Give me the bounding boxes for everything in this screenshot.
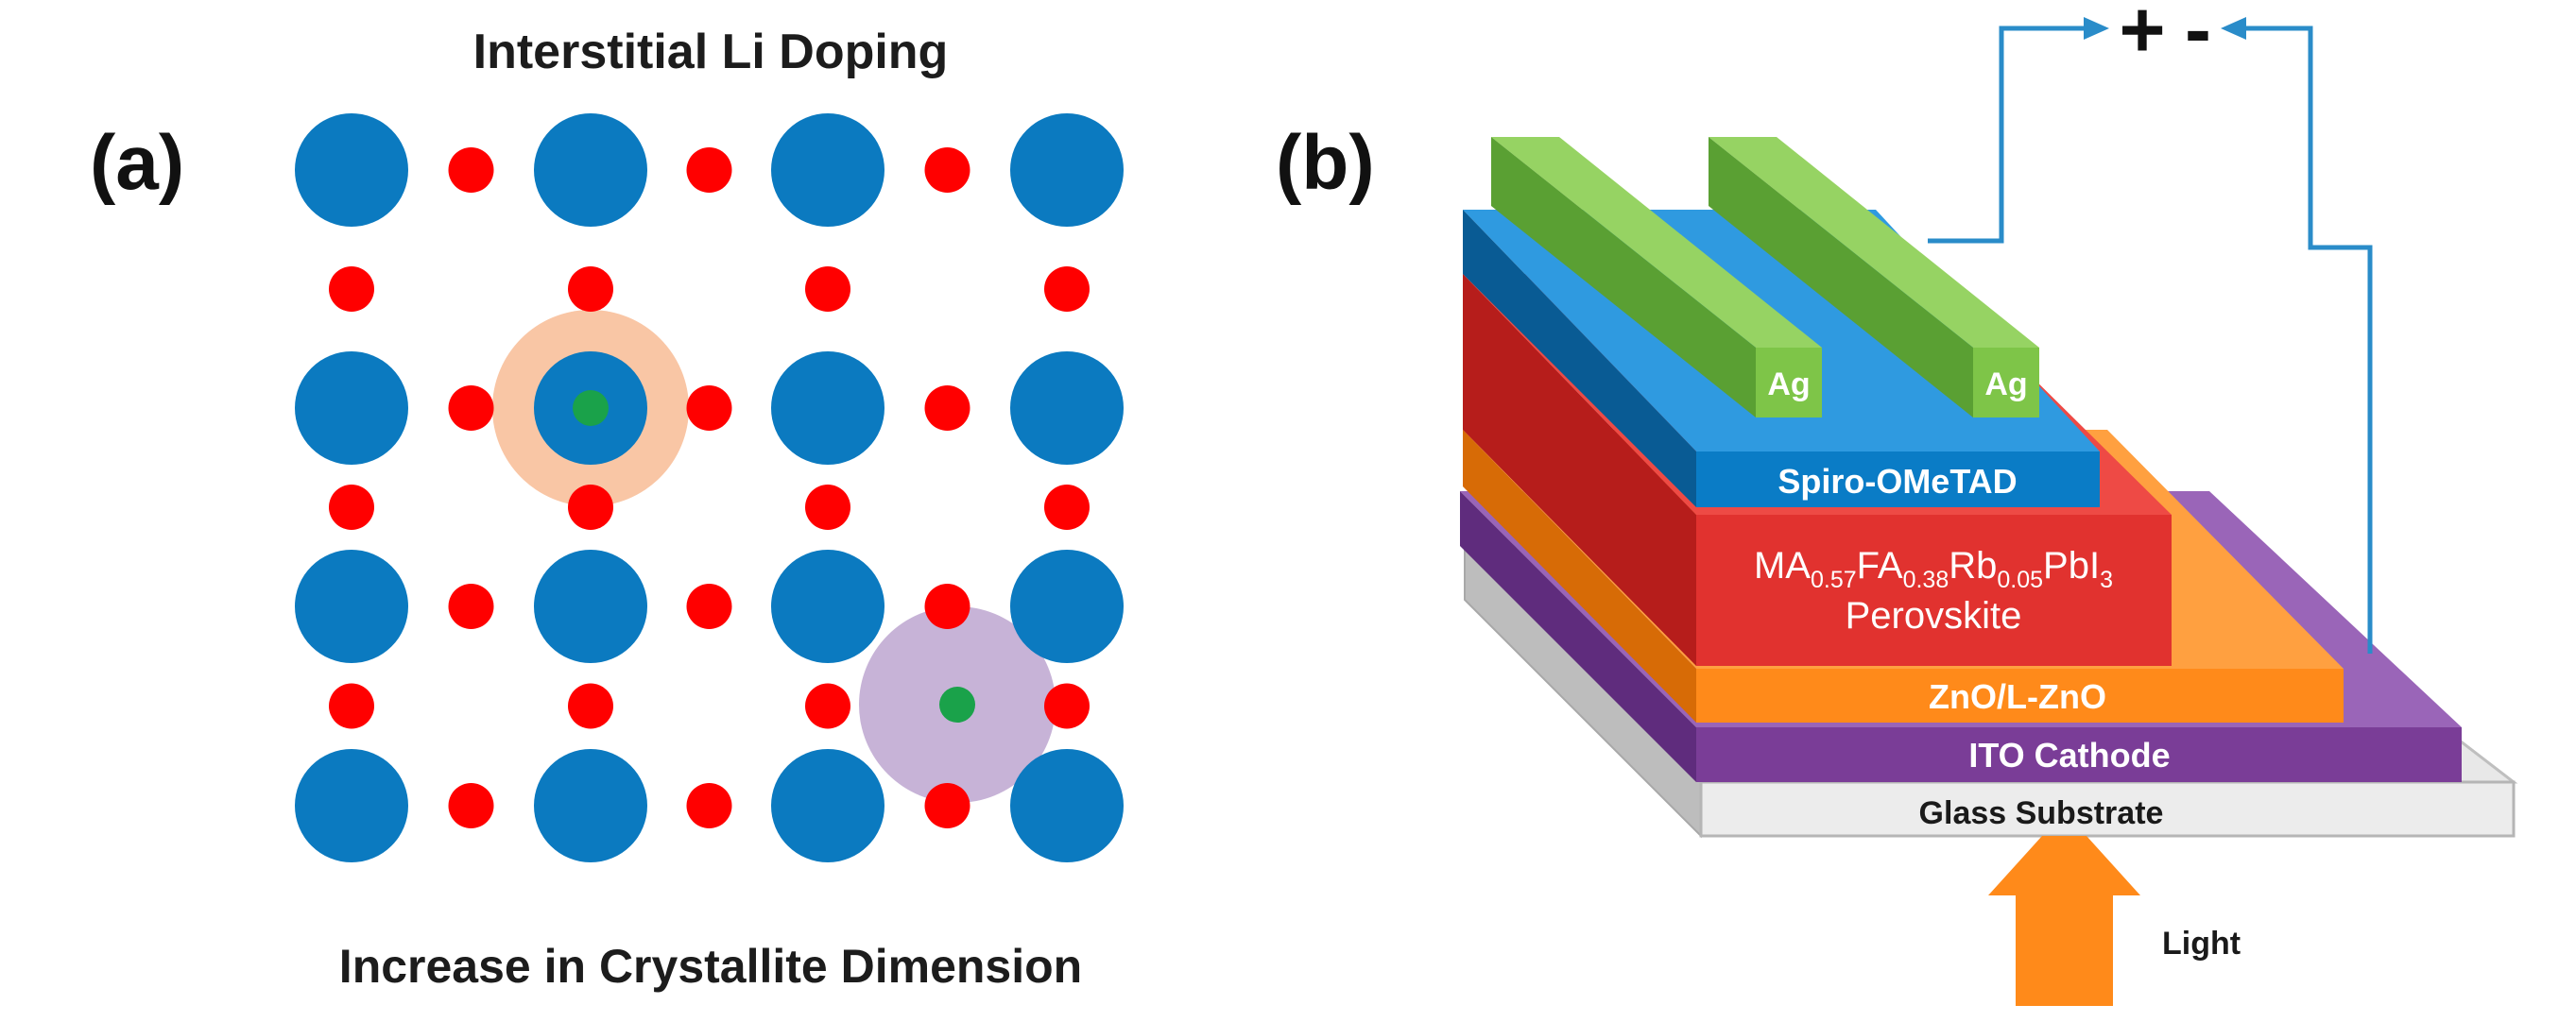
panel-a-title: Interstitial Li Doping [473,25,949,79]
large-lattice-atom [771,113,884,227]
ag-electrode-left: Ag [1491,137,1822,417]
panel-a-caption: Increase in Crystallite Dimension [339,940,1082,993]
ito-cathode-label: ITO Cathode [1968,736,2170,775]
lattice [295,113,1124,862]
small-lattice-atom [686,385,732,431]
large-lattice-atom [534,749,647,862]
small-lattice-atom [1044,683,1090,729]
small-lattice-atom [805,266,850,312]
small-lattice-atom [1044,485,1090,530]
wire-positive-arrowhead [2084,17,2109,40]
wire-positive [1928,26,2093,244]
panel-a: (a) Interstitial Li Doping Increase in C… [90,25,1124,993]
small-lattice-atom [686,783,732,828]
large-lattice-atom [771,749,884,862]
small-lattice-atom [805,485,850,530]
etl-label: ZnO/L-ZnO [1929,677,2106,716]
light-label: Light [2162,926,2241,962]
small-lattice-atom [568,683,613,729]
light-arrow-icon [1988,836,2140,1006]
small-lattice-atom [448,147,494,193]
wire-negative-arrowhead [2221,17,2246,40]
panel-a-label: (a) [90,120,184,206]
small-lattice-atom [924,584,970,629]
small-lattice-atom [329,683,374,729]
small-lattice-atom [448,584,494,629]
large-lattice-atom [1010,351,1124,465]
large-lattice-atom [295,351,408,465]
ag-electrode-right: Ag [1709,137,2039,417]
ag-left-label: Ag [1767,366,1810,402]
small-lattice-atom [1044,266,1090,312]
large-lattice-atom [295,550,408,663]
large-lattice-atom [295,749,408,862]
small-lattice-atom [329,266,374,312]
large-lattice-atom [1010,550,1124,663]
panel-b-label: (b) [1276,120,1375,206]
perovskite-name: Perovskite [1846,595,2022,637]
large-lattice-atom [1010,749,1124,862]
small-lattice-atom [805,683,850,729]
light-arrow: Light [1988,836,2241,1006]
small-lattice-atom [686,147,732,193]
large-lattice-atom [1010,113,1124,227]
small-lattice-atom [568,485,613,530]
small-lattice-atom [686,584,732,629]
small-lattice-atom [924,783,970,828]
large-lattice-atom [771,550,884,663]
large-lattice-atom [771,351,884,465]
li-dopant-atom [573,390,609,426]
polarity-minus: - [2185,0,2211,74]
perovskite-formula: MA0.57FA0.38Rb0.05PbI3 [1754,545,2113,593]
small-lattice-atom [924,385,970,431]
large-lattice-atom [534,550,647,663]
wire-negative [2238,26,2373,654]
circuit-wires [1928,17,2373,654]
small-lattice-atom [448,385,494,431]
small-lattice-atom [448,783,494,828]
spiro-label: Spiro-OMeTAD [1777,462,2017,501]
panel-b: (b) Glass Substrate ITO Cathode ZnO/L-Zn… [1276,0,2518,1006]
small-lattice-atom [329,485,374,530]
li-dopant-atom [939,687,975,723]
small-lattice-atom [924,147,970,193]
large-lattice-atom [534,113,647,227]
large-lattice-atom [295,113,408,227]
polarity-plus: + [2119,0,2165,74]
small-lattice-atom [568,266,613,312]
ag-right-label: Ag [1984,366,2027,402]
glass-substrate-label: Glass Substrate [1919,795,2164,831]
